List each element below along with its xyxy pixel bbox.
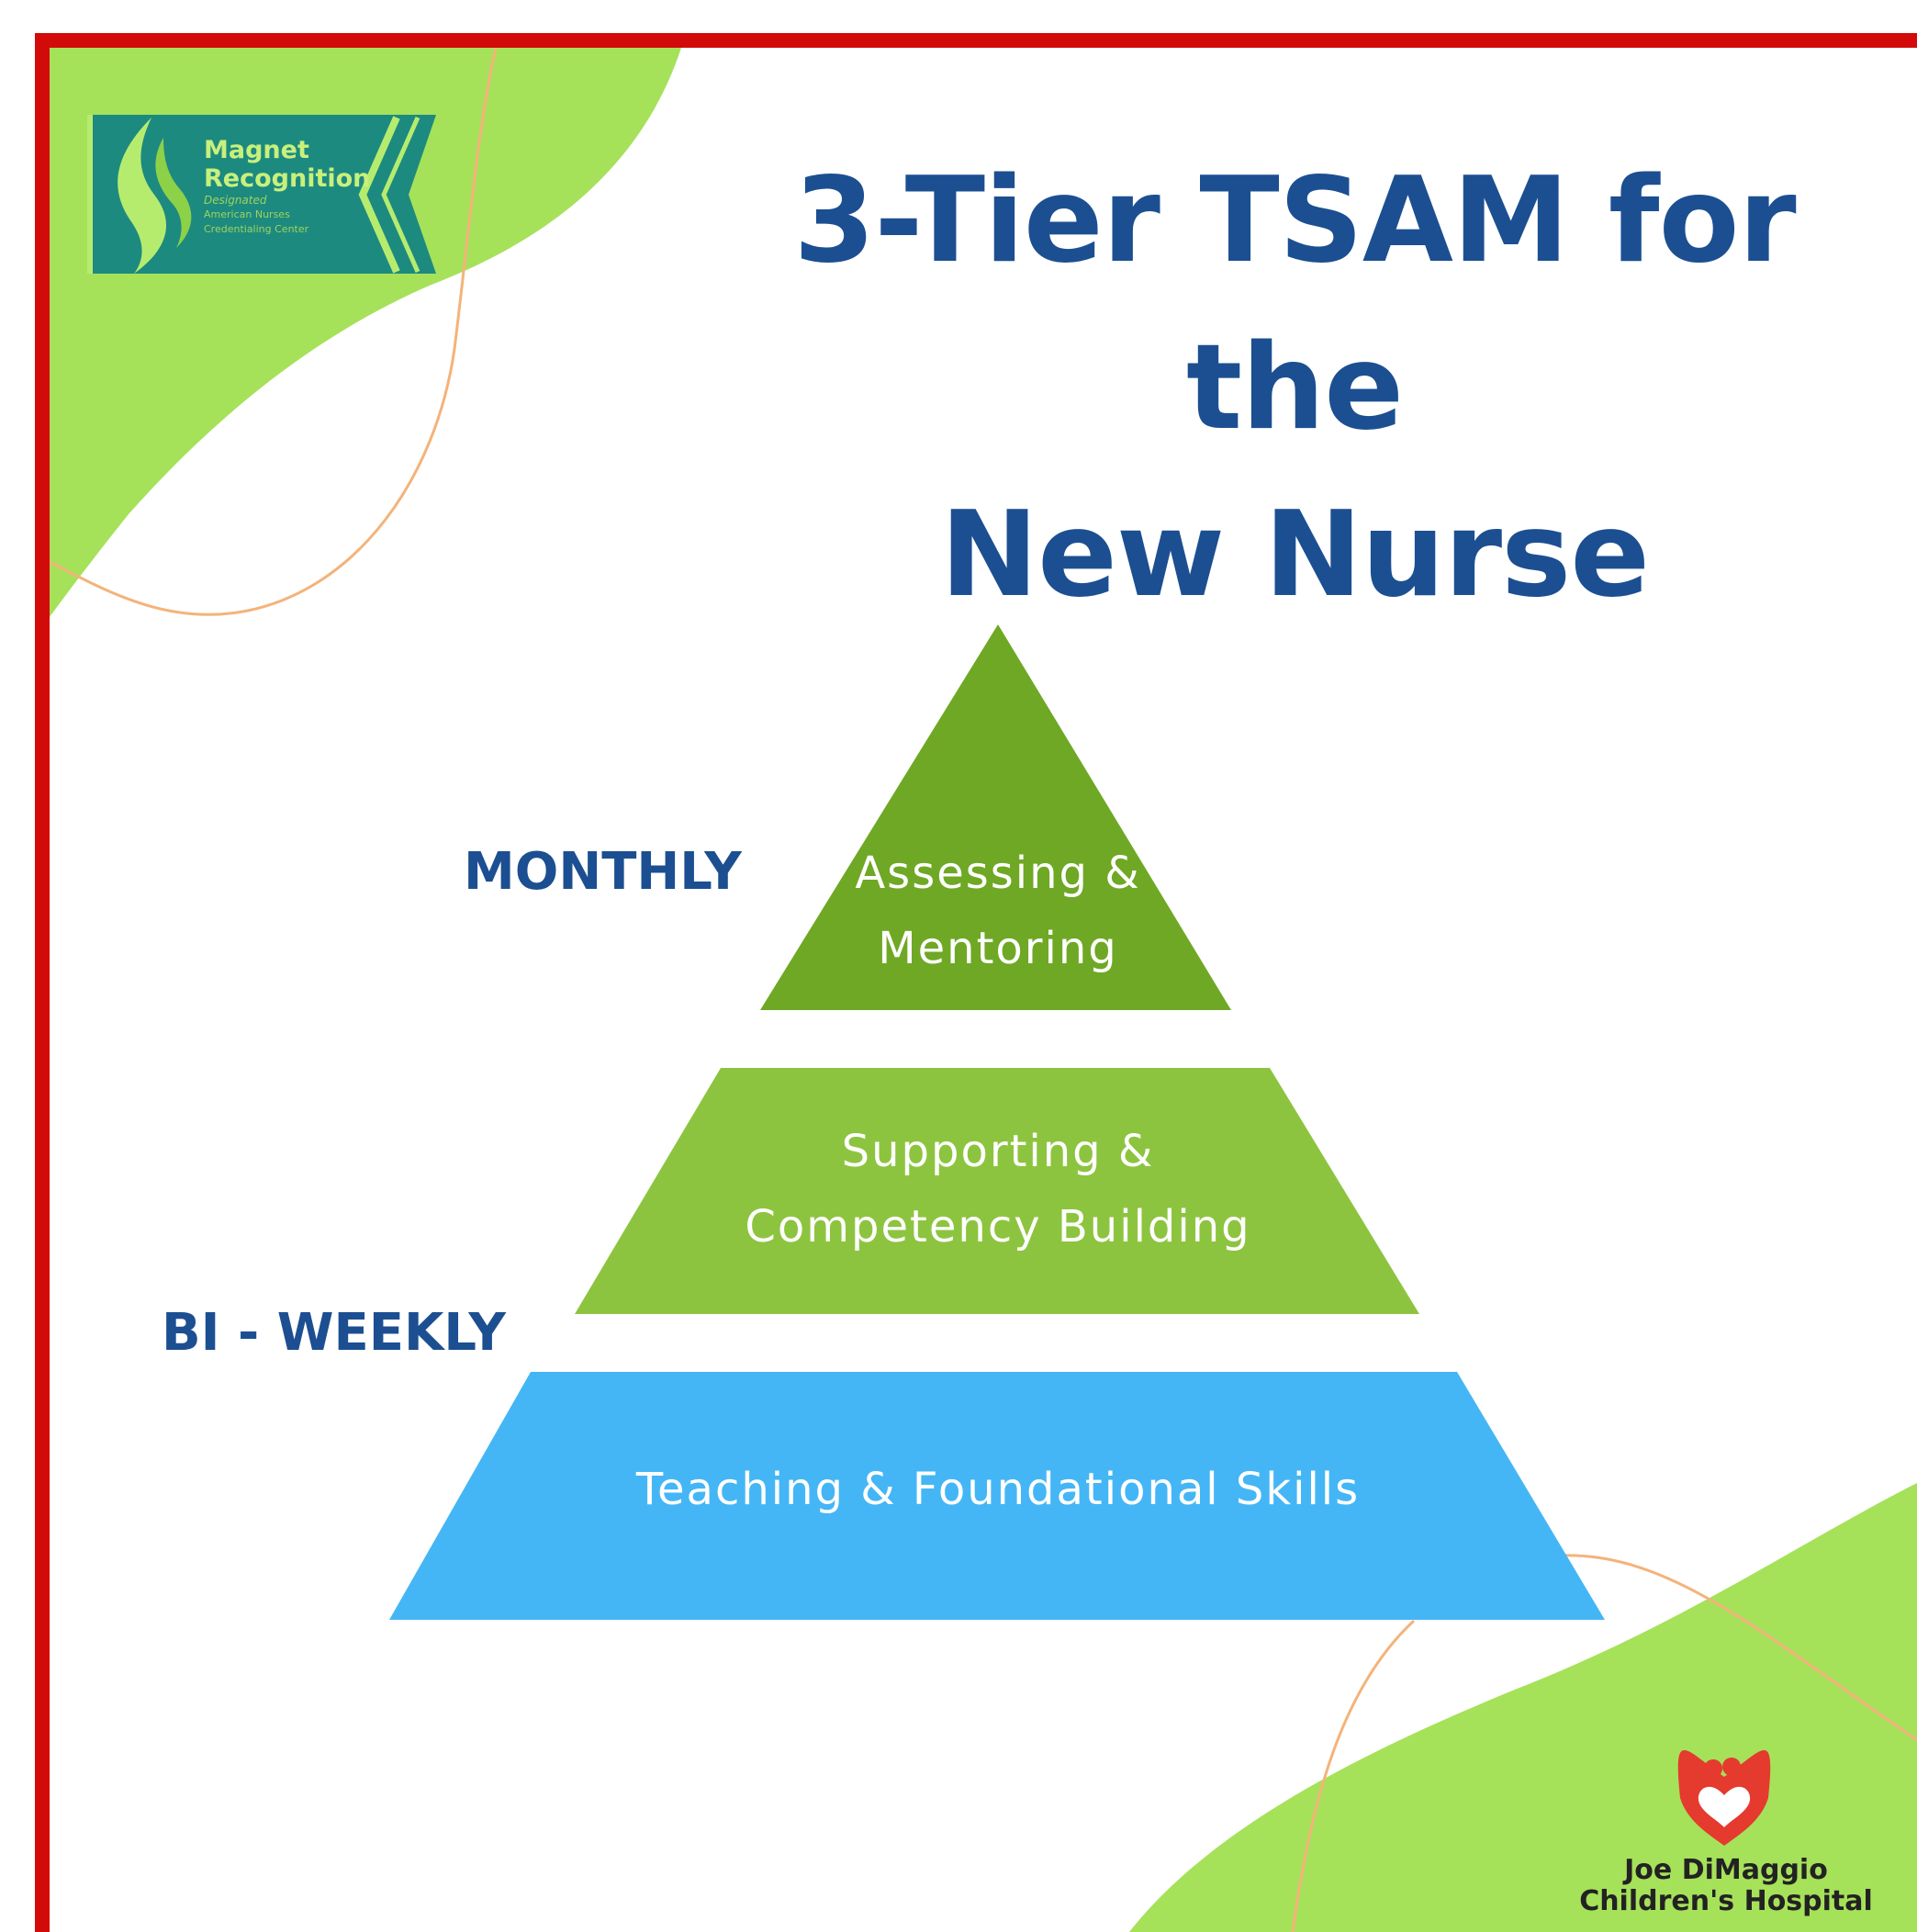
tier-top-line2: Mentoring — [878, 923, 1118, 974]
biweekly-label: BI - WEEKLY — [162, 1303, 506, 1363]
hospital-line1: Joe DiMaggio — [1624, 1854, 1828, 1886]
tier-top-shape — [760, 624, 1231, 1010]
tier-middle-line1: Supporting & — [841, 1126, 1155, 1177]
tier-middle-label: Supporting & Competency Building — [677, 1114, 1319, 1264]
monthly-label: MONTHLY — [464, 842, 742, 902]
hospital-logo — [1677, 1749, 1771, 1846]
tier-middle-line2: Competency Building — [745, 1201, 1251, 1252]
magnet-line5: Credentialing Center — [204, 223, 309, 235]
page-title: 3-Tier TSAM for the New Nurse — [698, 138, 1891, 639]
magnet-badge-text: Magnet Recognition Designated American N… — [204, 136, 370, 237]
magnet-line4: American Nurses — [204, 208, 290, 220]
tier-bottom-label: Teaching & Foundational Skills — [585, 1452, 1411, 1527]
hospital-name: Joe DiMaggio Children's Hospital — [1561, 1855, 1891, 1917]
magnet-line2: Recognition — [204, 164, 371, 193]
tier-top-label: Assessing & Mentoring — [814, 836, 1182, 986]
magnet-line3: Designated — [204, 194, 267, 207]
title-line1: 3-Tier TSAM for the — [793, 152, 1796, 456]
magnet-line1: Magnet — [204, 136, 309, 164]
tier-top-line1: Assessing & — [855, 848, 1141, 899]
bottom-right-orange-line-a — [1560, 1554, 1917, 1742]
magnet-logo — [87, 115, 436, 274]
hospital-line2: Children's Hospital — [1579, 1885, 1873, 1917]
tier-bottom-shape — [389, 1372, 1605, 1620]
frame-border-top — [35, 33, 1917, 48]
tier-bottom-line1: Teaching & Foundational Skills — [635, 1464, 1361, 1515]
frame-border-left — [35, 33, 50, 1932]
title-line2: New Nurse — [939, 487, 1650, 623]
bottom-right-orange-line-b — [1291, 1619, 1416, 1932]
top-left-orange-line — [49, 47, 498, 616]
tsam-pyramid — [389, 624, 1605, 1620]
tier-middle-shape — [575, 1068, 1419, 1314]
